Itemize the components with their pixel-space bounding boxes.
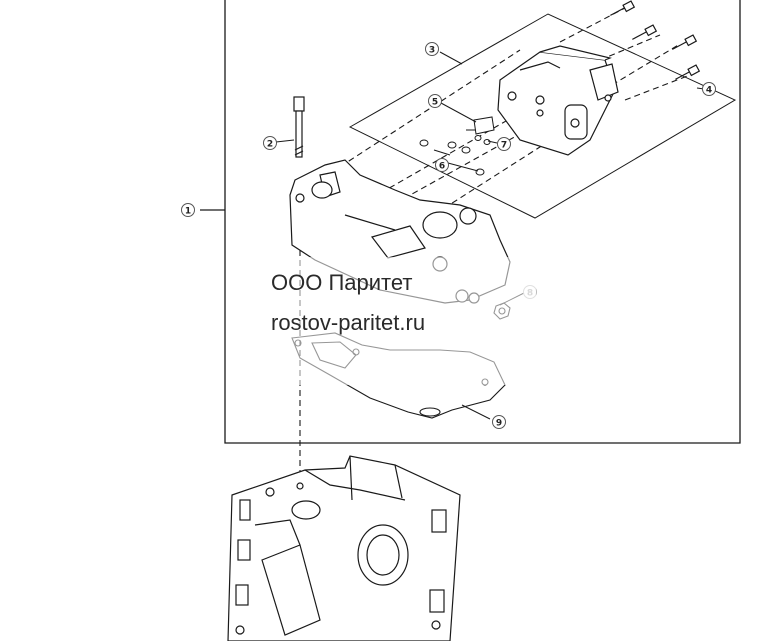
watermark-url: rostov-paritet.ru bbox=[271, 310, 426, 335]
callout-label: 1 bbox=[185, 207, 191, 217]
callout-9: 9 bbox=[492, 415, 506, 429]
cap-screws bbox=[610, 0, 701, 80]
callout-label: 9 bbox=[496, 419, 502, 429]
subassembly-box bbox=[348, 13, 737, 219]
callout-label: 2 bbox=[267, 140, 273, 150]
bolt bbox=[293, 96, 305, 158]
callout-label: 5 bbox=[432, 98, 438, 108]
callout-label: 4 bbox=[706, 86, 712, 96]
callout-2: 2 bbox=[263, 136, 277, 150]
callout-6: 6 bbox=[435, 158, 449, 172]
callout-3: 3 bbox=[425, 42, 439, 56]
callout-4: 4 bbox=[702, 82, 716, 96]
transmission-housing bbox=[227, 455, 461, 641]
watermark-backdrop bbox=[248, 257, 536, 385]
callout-label: 6 bbox=[439, 162, 445, 172]
small-parts bbox=[419, 116, 495, 176]
callout-7: 7 bbox=[497, 137, 511, 151]
callout-1: 1 bbox=[181, 203, 195, 217]
callout-label: 3 bbox=[429, 46, 435, 56]
watermark-company: ООО Паритет bbox=[271, 270, 413, 295]
assembly-frame bbox=[200, 0, 741, 444]
callout-5: 5 bbox=[428, 94, 442, 108]
callout-label: 7 bbox=[501, 141, 507, 151]
valve-block bbox=[497, 45, 619, 156]
